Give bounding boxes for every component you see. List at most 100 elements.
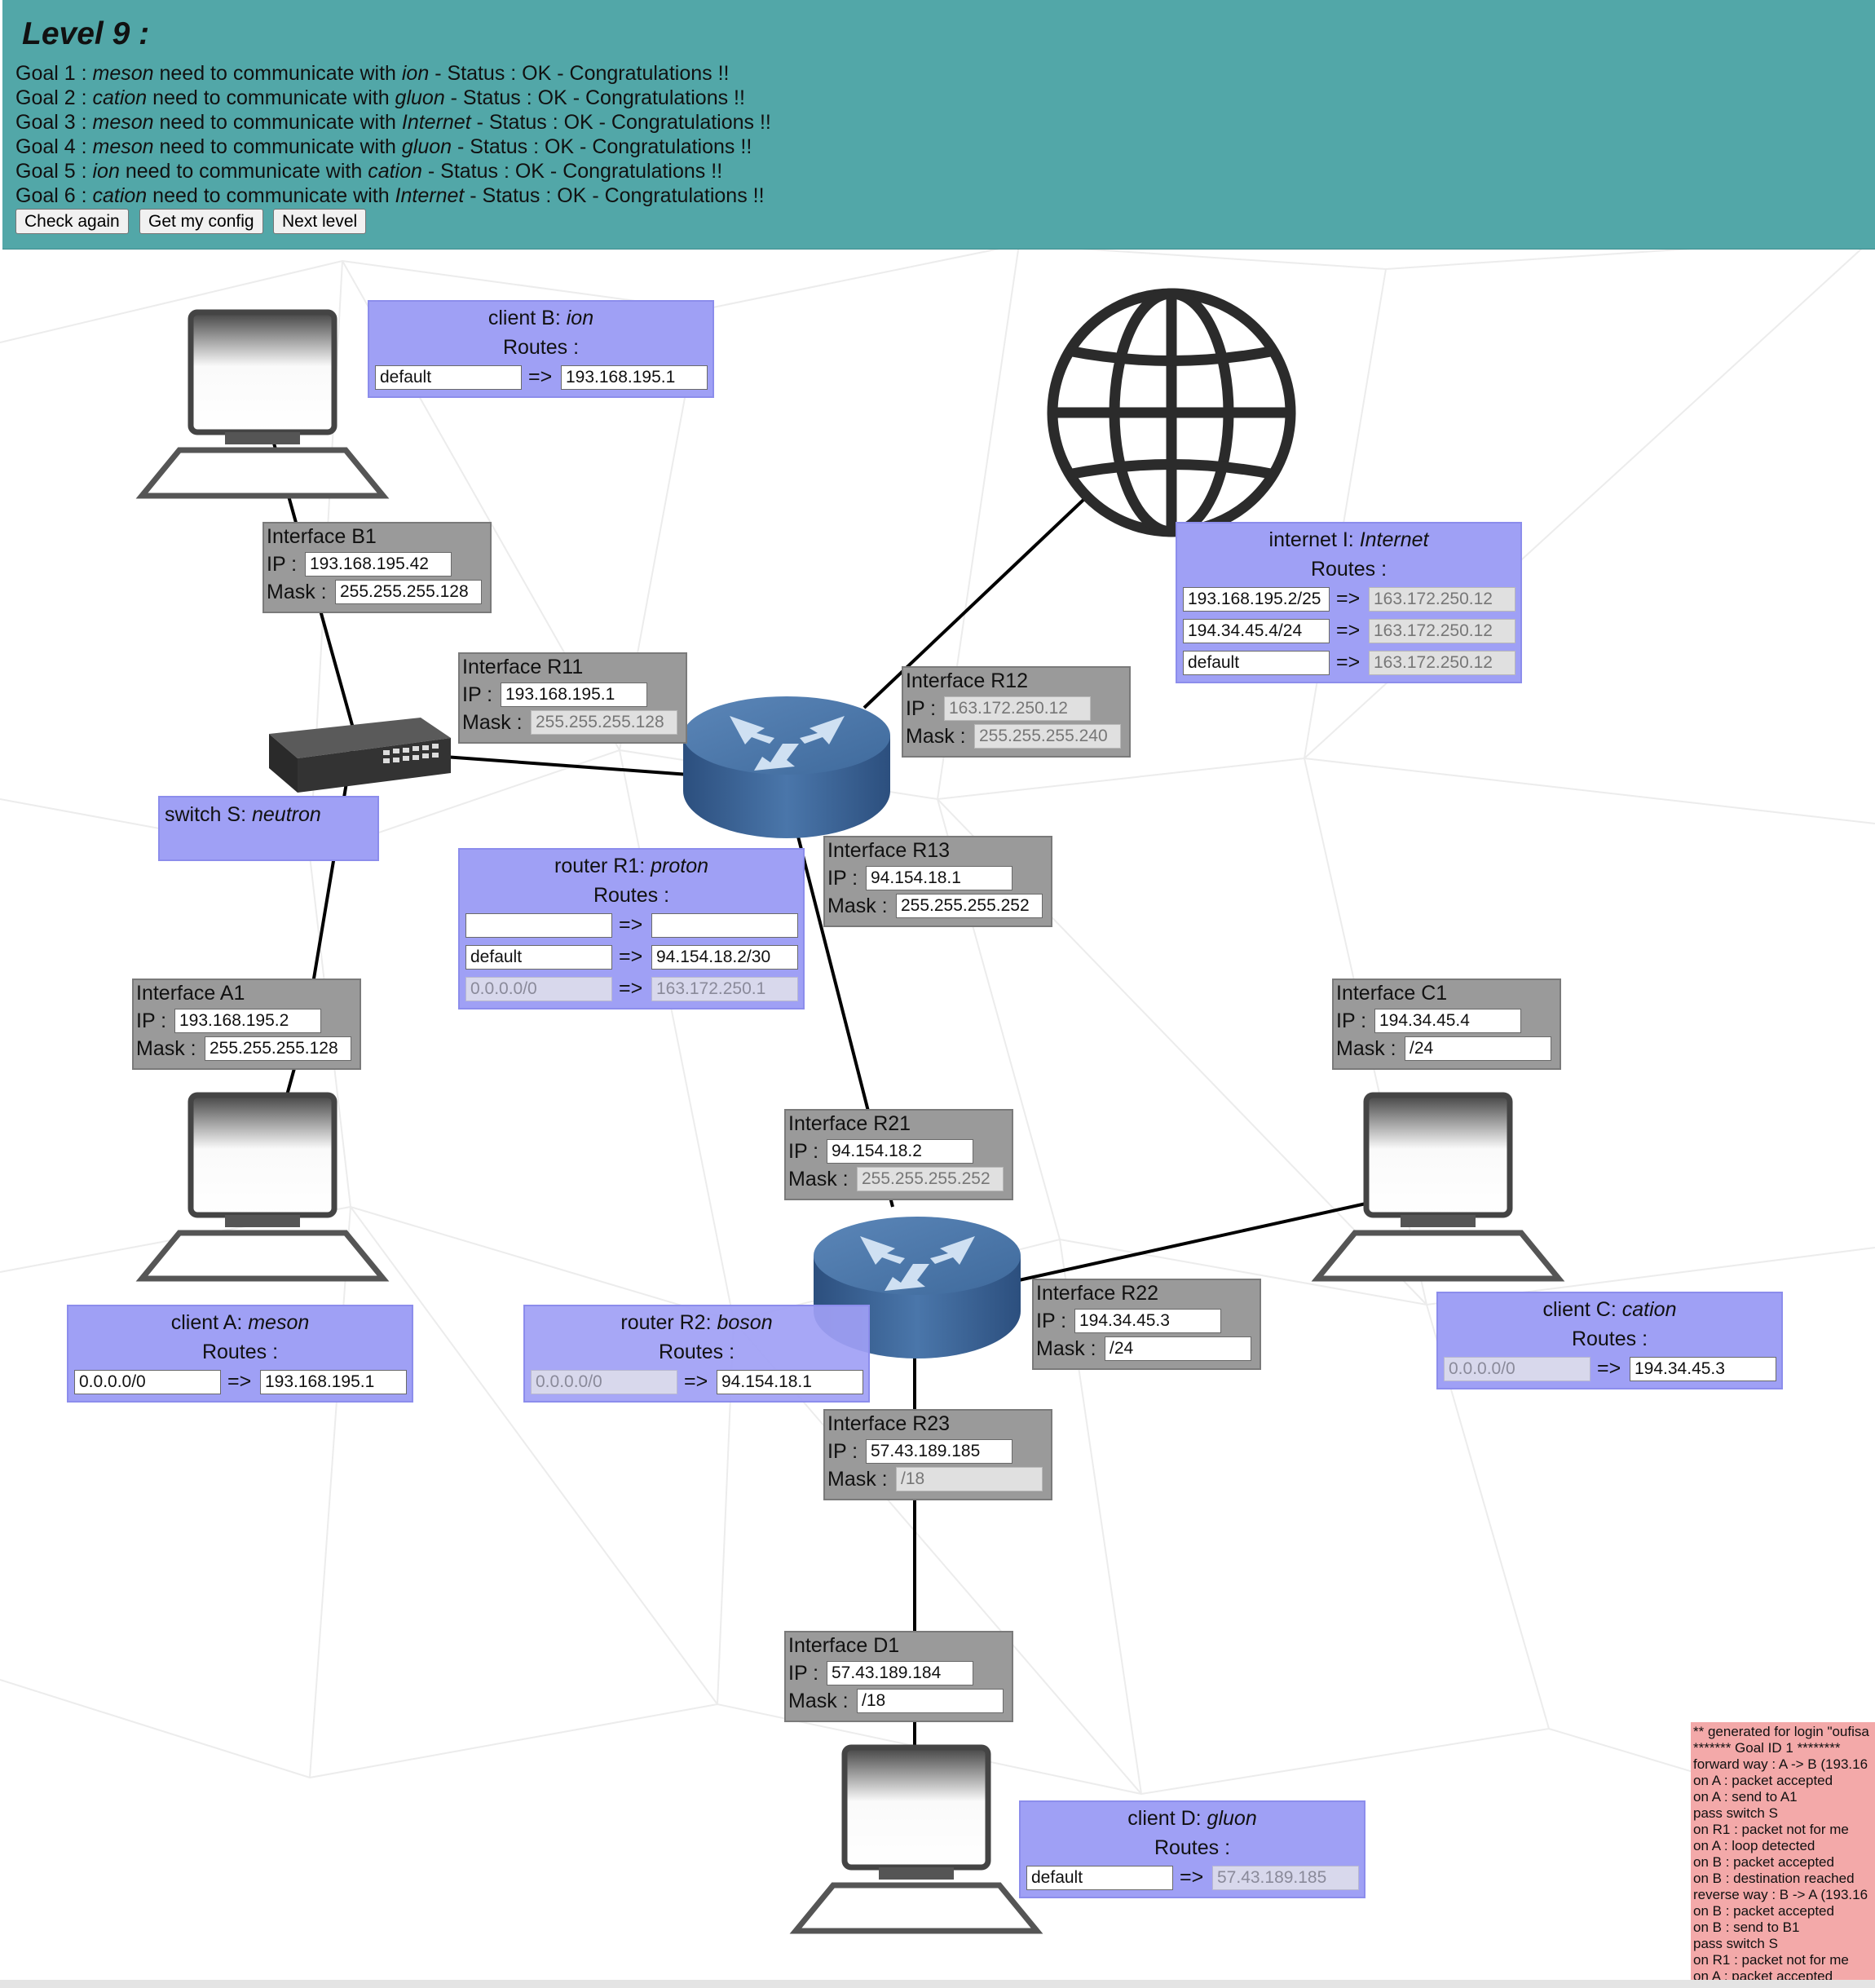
route-via-field[interactable]: 94.154.18.1	[717, 1370, 863, 1394]
interface-title: Interface R22	[1036, 1282, 1158, 1305]
mask-field[interactable]: 255.255.255.128	[205, 1036, 351, 1061]
router-r2-panel: router R2: boson Routes : 0.0.0.0/0 => 9…	[523, 1305, 870, 1403]
switch-icon	[269, 718, 451, 793]
route-dest-field[interactable]: default	[465, 945, 612, 970]
mask-field[interactable]: 255.255.255.252	[896, 894, 1043, 918]
log-line: ******* Goal ID 1 ********	[1693, 1740, 1873, 1756]
mask-label: Mask :	[267, 581, 327, 604]
log-line: pass switch S	[1693, 1936, 1873, 1952]
internet-panel: internet I: Internet Routes : 193.168.19…	[1176, 522, 1522, 683]
ip-label: IP :	[462, 683, 492, 707]
route-dest-field[interactable]: default	[375, 365, 522, 390]
client-b-panel: client B: ion Routes : default => 193.16…	[368, 300, 714, 398]
mask-label: Mask :	[906, 725, 966, 749]
route-arrow: =>	[227, 1370, 251, 1394]
horizontal-scrollbar[interactable]	[0, 1980, 1875, 1988]
ip-label: IP :	[788, 1140, 818, 1164]
interface-title: Interface R11	[462, 656, 583, 679]
ip-label: IP :	[267, 553, 297, 577]
router-r1-title: router R1: proton	[460, 855, 803, 878]
client-d-title: client D: gluon	[1021, 1807, 1364, 1831]
log-line: on A : send to A1	[1693, 1789, 1873, 1805]
route-via-field: 57.43.189.185	[1212, 1866, 1359, 1890]
route-via-field[interactable]: 193.168.195.1	[561, 365, 708, 390]
client-a-panel: client A: meson Routes : 0.0.0.0/0 => 19…	[67, 1305, 413, 1403]
log-line: on R1 : packet not for me	[1693, 1822, 1873, 1838]
goal-2: Goal 2 : cation need to communicate with…	[15, 86, 745, 110]
level-header: Level 9 : Goal 1 : meson need to communi…	[2, 0, 1875, 250]
ip-field[interactable]: 193.168.195.42	[305, 552, 452, 577]
mask-label: Mask :	[1036, 1337, 1096, 1361]
route-via-field[interactable]	[651, 913, 798, 938]
route-dest-field[interactable]: default	[1183, 651, 1330, 675]
route-arrow: =>	[1597, 1357, 1621, 1381]
ip-field[interactable]: 94.154.18.1	[866, 866, 1012, 890]
ip-label: IP :	[136, 1009, 166, 1033]
ip-field[interactable]: 194.34.45.4	[1374, 1009, 1521, 1033]
route-dest-field[interactable]: 194.34.45.4/24	[1183, 619, 1330, 643]
mask-label: Mask :	[788, 1168, 849, 1191]
ip-label: IP :	[827, 867, 858, 890]
route-via-field: 163.172.250.12	[1369, 587, 1515, 612]
mask-label: Mask :	[827, 1468, 888, 1491]
interface-r21: Interface R21 IP : 94.154.18.2 Mask : 25…	[784, 1109, 1013, 1200]
ip-field: 163.172.250.12	[944, 696, 1091, 721]
route-via-field[interactable]: 193.168.195.1	[260, 1370, 407, 1394]
interface-title: Interface R23	[827, 1412, 950, 1436]
route-via-field[interactable]: 194.34.45.3	[1630, 1357, 1776, 1381]
route-dest-field[interactable]	[465, 913, 612, 938]
routes-label: Routes :	[1438, 1328, 1781, 1351]
ip-label: IP :	[827, 1440, 858, 1464]
route-arrow: =>	[1336, 619, 1360, 643]
interface-c1: Interface C1 IP : 194.34.45.4 Mask : /24	[1332, 979, 1561, 1070]
routes-label: Routes :	[369, 336, 712, 360]
mask-field[interactable]: /18	[857, 1689, 1004, 1713]
log-line: on A : packet accepted	[1693, 1968, 1873, 1980]
mask-field: /18	[896, 1467, 1043, 1491]
internet-title: internet I: Internet	[1177, 528, 1520, 552]
computer-d-icon	[796, 1747, 1037, 1931]
log-line: ** generated for login "oufisa	[1693, 1724, 1873, 1740]
mask-field[interactable]: /24	[1105, 1336, 1251, 1361]
route-via-field: 163.172.250.1	[651, 977, 798, 1001]
route-dest-field[interactable]: 0.0.0.0/0	[74, 1370, 221, 1394]
next-level-button[interactable]: Next level	[273, 209, 366, 234]
router-r2-title: router R2: boson	[525, 1311, 868, 1335]
ip-field[interactable]: 94.154.18.2	[827, 1139, 973, 1164]
ip-field[interactable]: 193.168.195.2	[174, 1009, 321, 1033]
ip-field[interactable]: 194.34.45.3	[1074, 1309, 1221, 1333]
log-line: on B : send to B1	[1693, 1920, 1873, 1936]
interface-r11: Interface R11 IP : 193.168.195.1 Mask : …	[458, 652, 687, 744]
mask-field[interactable]: /24	[1405, 1036, 1551, 1061]
ip-field[interactable]: 57.43.189.184	[827, 1661, 973, 1685]
route-via-field: 163.172.250.12	[1369, 651, 1515, 675]
goal-3: Goal 3 : meson need to communicate with …	[15, 110, 771, 135]
interface-title: Interface C1	[1336, 982, 1447, 1005]
router-r1-icon	[683, 696, 890, 838]
log-line: pass switch S	[1693, 1805, 1873, 1822]
interface-d1: Interface D1 IP : 57.43.189.184 Mask : /…	[784, 1631, 1013, 1722]
client-c-title: client C: cation	[1438, 1298, 1781, 1322]
routes-label: Routes :	[1021, 1836, 1364, 1860]
route-arrow: =>	[1336, 587, 1360, 611]
route-dest-field[interactable]: 193.168.195.2/25	[1183, 587, 1330, 612]
switch-s-title: switch S: neutron	[165, 803, 377, 827]
log-line: forward way : A -> B (193.16	[1693, 1756, 1873, 1773]
route-dest-field: 0.0.0.0/0	[1444, 1357, 1590, 1381]
interface-title: Interface B1	[267, 525, 377, 549]
ip-field[interactable]: 57.43.189.185	[866, 1439, 1012, 1464]
client-c-panel: client C: cation Routes : 0.0.0.0/0 => 1…	[1436, 1292, 1783, 1389]
goal-1: Goal 1 : meson need to communicate with …	[15, 61, 729, 86]
route-via-field[interactable]: 94.154.18.2/30	[651, 945, 798, 970]
route-arrow: =>	[1336, 651, 1360, 674]
interface-title: Interface D1	[788, 1634, 899, 1658]
mask-field[interactable]: 255.255.255.128	[335, 580, 482, 604]
check-again-button[interactable]: Check again	[15, 209, 129, 234]
get-config-button[interactable]: Get my config	[139, 209, 263, 234]
log-panel[interactable]: ** generated for login "oufisa ******* G…	[1691, 1722, 1875, 1980]
route-dest-field[interactable]: default	[1026, 1866, 1173, 1890]
router-r1-panel: router R1: proton Routes : => default =>…	[458, 848, 805, 1009]
client-b-title: client B: ion	[369, 307, 712, 330]
interface-title: Interface A1	[136, 982, 245, 1005]
ip-field[interactable]: 193.168.195.1	[501, 683, 647, 707]
